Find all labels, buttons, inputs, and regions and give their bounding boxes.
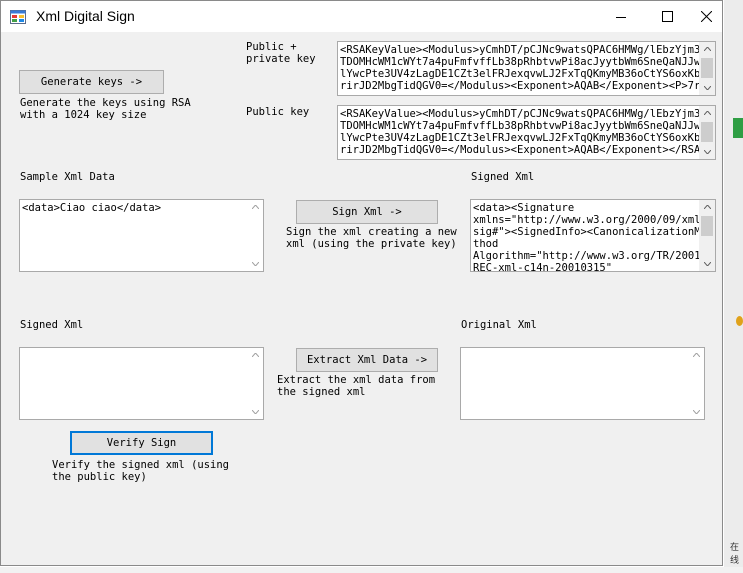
- sign-xml-description: Sign the xml creating a new xml (using t…: [286, 226, 457, 250]
- main-window: Xml Digital Sign Public + private key Pu…: [0, 0, 723, 566]
- sample-xml-textbox[interactable]: <data>Ciao ciao</data>: [19, 199, 264, 272]
- signed-xml-text-top: <data><Signature xmlns="http://www.w3.or…: [473, 202, 707, 272]
- minimize-button[interactable]: [598, 1, 644, 32]
- signed-xml-scrollbar-bottom[interactable]: [247, 348, 263, 419]
- private-key-label: Public + private key: [246, 41, 316, 65]
- public-key-text: <RSAKeyValue><Modulus>yCmhDT/pCJNc9watsQ…: [340, 108, 713, 156]
- scrollbar-thumb[interactable]: [701, 122, 713, 142]
- scroll-down-icon[interactable]: [247, 257, 263, 271]
- close-icon: [700, 11, 712, 22]
- extract-xml-button[interactable]: Extract Xml Data ->: [296, 348, 438, 372]
- public-key-label: Public key: [246, 106, 310, 118]
- signed-xml-scrollbar-top[interactable]: [699, 200, 715, 271]
- background-bottom-strip: [0, 567, 743, 573]
- background-app-edge: 在线: [724, 0, 743, 573]
- original-xml-textbox[interactable]: [460, 347, 705, 420]
- maximize-button[interactable]: [644, 1, 690, 32]
- signed-xml-textbox-bottom[interactable]: [19, 347, 264, 420]
- scroll-up-icon[interactable]: [699, 106, 715, 120]
- maximize-icon: [661, 11, 673, 22]
- generate-keys-button[interactable]: Generate keys ->: [19, 70, 164, 94]
- scroll-up-icon[interactable]: [247, 200, 263, 214]
- verify-sign-description: Verify the signed xml (using the public …: [52, 459, 230, 483]
- verify-sign-button[interactable]: Verify Sign: [70, 431, 213, 455]
- background-side-text: 在线: [730, 542, 740, 565]
- scrollbar-thumb[interactable]: [701, 58, 713, 78]
- scroll-down-icon[interactable]: [699, 257, 715, 271]
- private-key-text: <RSAKeyValue><Modulus>yCmhDT/pCJNc9watsQ…: [340, 44, 713, 92]
- scroll-up-icon[interactable]: [699, 200, 715, 214]
- minimize-icon: [616, 16, 626, 18]
- original-xml-label: Original Xml: [461, 319, 537, 331]
- background-green-tab: [733, 118, 743, 138]
- scroll-up-icon[interactable]: [699, 42, 715, 56]
- background-yellow-icon: [736, 316, 743, 326]
- close-button[interactable]: [690, 1, 722, 32]
- scroll-up-icon[interactable]: [688, 348, 704, 362]
- generate-keys-description: Generate the keys using RSA with a 1024 …: [20, 97, 191, 121]
- scroll-down-icon[interactable]: [699, 145, 715, 159]
- title-bar[interactable]: Xml Digital Sign: [1, 1, 722, 32]
- scroll-up-icon[interactable]: [247, 348, 263, 362]
- sample-xml-text: <data>Ciao ciao</data>: [22, 202, 162, 214]
- original-xml-scrollbar[interactable]: [688, 348, 704, 419]
- private-key-scrollbar[interactable]: [699, 42, 715, 95]
- sign-xml-button[interactable]: Sign Xml ->: [296, 200, 438, 224]
- window-title: Xml Digital Sign: [36, 8, 135, 24]
- sample-xml-label: Sample Xml Data: [20, 171, 115, 183]
- signed-xml-label-top: Signed Xml: [471, 171, 535, 183]
- signed-xml-textbox-top[interactable]: <data><Signature xmlns="http://www.w3.or…: [470, 199, 716, 272]
- public-key-scrollbar[interactable]: [699, 106, 715, 159]
- signed-xml-label-bottom: Signed Xml: [20, 319, 84, 331]
- scroll-down-icon[interactable]: [247, 405, 263, 419]
- scroll-down-icon[interactable]: [699, 81, 715, 95]
- scrollbar-thumb[interactable]: [701, 216, 713, 236]
- extract-xml-description: Extract the xml data from the signed xml: [277, 374, 436, 398]
- sample-xml-scrollbar[interactable]: [247, 200, 263, 271]
- scroll-down-icon[interactable]: [688, 405, 704, 419]
- private-key-textbox[interactable]: <RSAKeyValue><Modulus>yCmhDT/pCJNc9watsQ…: [337, 41, 716, 96]
- app-form-icon: [10, 10, 26, 24]
- public-key-textbox[interactable]: <RSAKeyValue><Modulus>yCmhDT/pCJNc9watsQ…: [337, 105, 716, 160]
